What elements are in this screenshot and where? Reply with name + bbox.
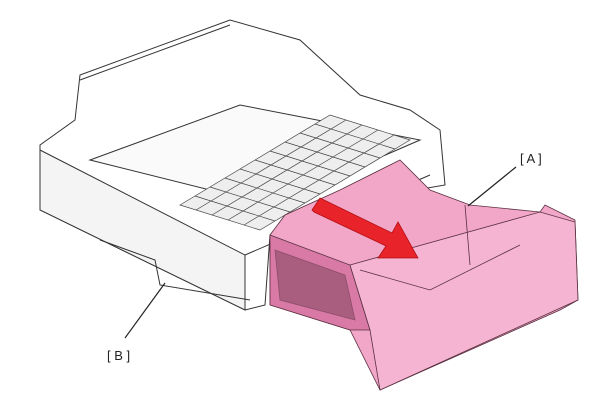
pull-direction-arrow (311, 197, 419, 259)
grid-line (239, 168, 321, 195)
grid-line (195, 119, 347, 211)
grid-line (224, 177, 306, 204)
grid-line (243, 134, 395, 226)
leader-line-a (467, 166, 517, 207)
grid-line (194, 195, 276, 222)
callout-b: [ B ] (107, 282, 166, 363)
grid-line (314, 123, 396, 150)
grid-line (269, 150, 351, 177)
grid-line (227, 129, 379, 221)
grid-line (209, 186, 291, 213)
grid-guide (179, 114, 411, 231)
label-b: [ B ] (107, 348, 130, 363)
label-a: [ A ] (520, 151, 542, 166)
grid-line (284, 141, 366, 168)
grid-line (211, 124, 363, 216)
leader-line-b (124, 282, 166, 339)
grid-line (299, 132, 381, 159)
callout-a: [ A ] (467, 151, 542, 207)
grid-line (254, 159, 336, 186)
